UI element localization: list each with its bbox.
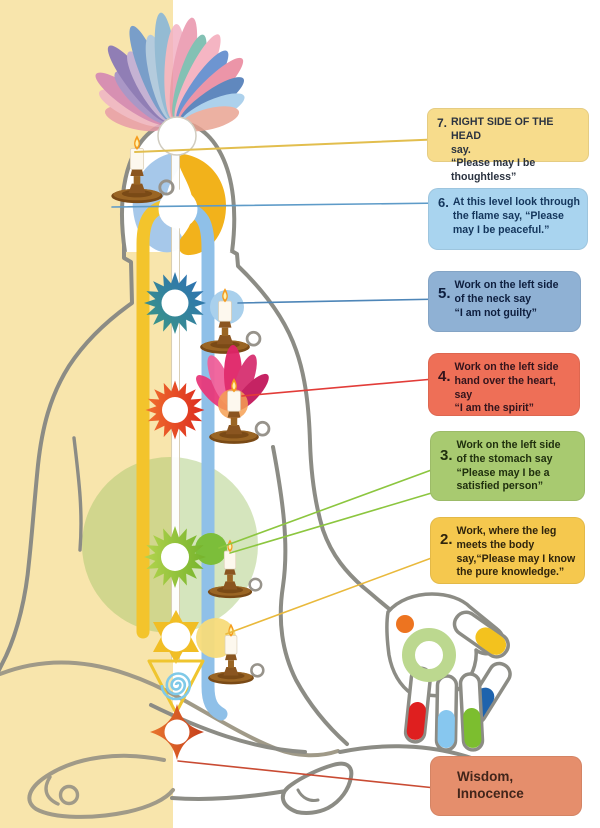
crown-petals — [95, 12, 245, 132]
callout-3-text: Work on the left side of the stomach say… — [456, 439, 561, 493]
callout-3: 3. Work on the left side of the stomach … — [430, 431, 585, 501]
kundalini-triangle — [147, 659, 205, 715]
neck-candle-icon — [198, 286, 262, 356]
callout-5-number: 5. — [438, 285, 451, 302]
callout-5-text: Work on the left side of the neck say “I… — [454, 279, 559, 319]
callout-3-number: 3. — [440, 447, 453, 464]
right-hand — [385, 592, 512, 752]
callout-2-text: Work, where the leg meets the body say,“… — [456, 525, 576, 579]
wisdom-innocence-label: Wisdom, Innocence — [430, 756, 582, 816]
thumb — [452, 610, 510, 659]
palm-ring-icon — [402, 628, 456, 682]
connector-lines — [111, 138, 446, 790]
brow-circle — [158, 189, 198, 229]
callout-7: 7. RIGHT SIDE OF THE HEAD say. “Please m… — [427, 108, 589, 184]
heart-chakra — [145, 380, 205, 440]
callout-4: 4. Work on the left side hand over the h… — [428, 353, 580, 416]
right-channel — [176, 201, 228, 721]
callout-2: 2. Work, where the leg meets the body sa… — [430, 517, 585, 584]
callout-6-number: 6. — [438, 195, 449, 210]
callout-6: 6. At this level look through the flame … — [428, 188, 588, 250]
palm-dot-icon — [396, 615, 414, 633]
fingers — [403, 661, 512, 752]
callout-2-number: 2. — [440, 531, 453, 548]
spiral-icon — [160, 672, 192, 701]
body-outline — [0, 210, 562, 819]
root-chakra — [150, 704, 204, 760]
callout-7-number: 7. — [437, 116, 448, 130]
callout-4-text: Work on the left side hand over the hear… — [454, 361, 559, 415]
wisdom-innocence-text: Wisdom, Innocence — [457, 769, 524, 801]
heart-candle-icon — [196, 345, 271, 446]
callout-5: 5. Work on the left side of the neck say… — [428, 271, 581, 332]
crown-circle — [157, 116, 197, 156]
callout-6-text: At this level look through the flame say… — [452, 196, 580, 236]
throat-chakra — [144, 272, 206, 334]
navel-chakra — [144, 526, 227, 588]
callout-7-text: RIGHT SIDE OF THE HEAD say. “Please may … — [451, 116, 554, 184]
callout-4-number: 4. — [438, 368, 451, 385]
